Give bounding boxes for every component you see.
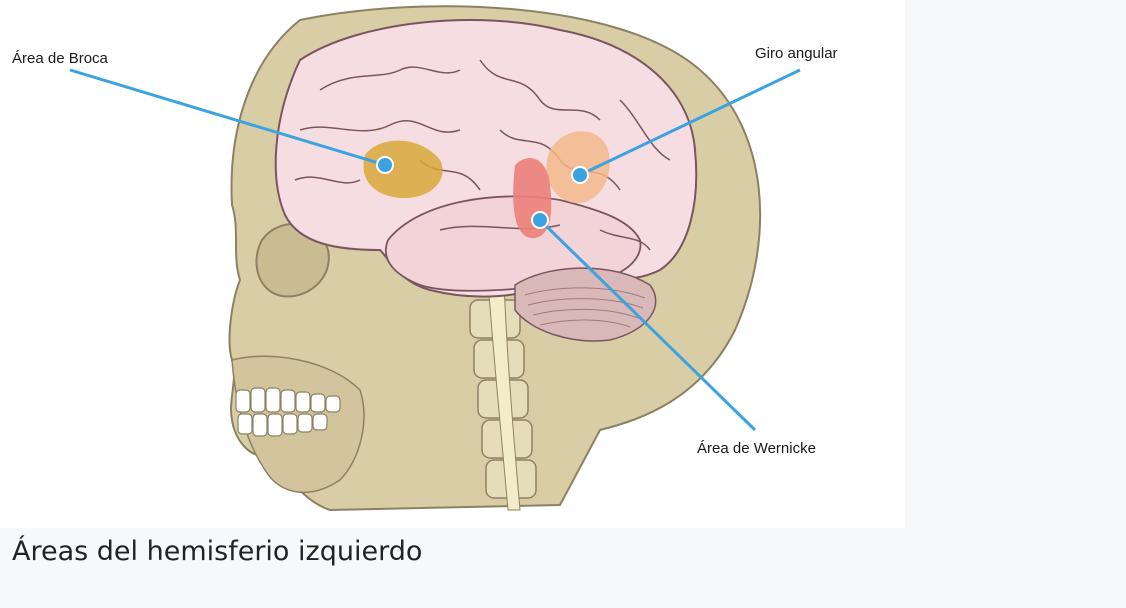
brain-diagram: Área de Broca Giro angular Área de Werni…	[0, 0, 905, 528]
broca-dot	[377, 157, 393, 173]
wernicke-dot	[532, 212, 548, 228]
label-broca: Área de Broca	[12, 50, 108, 67]
label-wernicke: Área de Wernicke	[697, 440, 816, 457]
label-angular: Giro angular	[755, 45, 838, 62]
figure-caption: Áreas del hemisferio izquierdo	[12, 536, 422, 567]
angular-dot	[572, 167, 588, 183]
